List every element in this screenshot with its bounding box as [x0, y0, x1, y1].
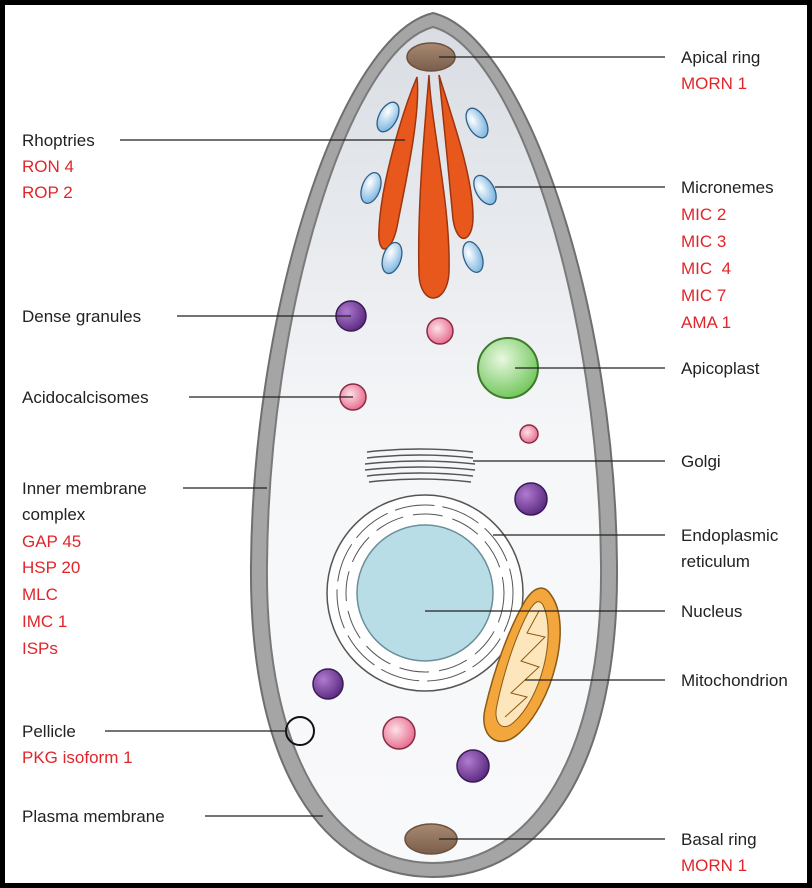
acidocalcisomes-label: Acidocalcisomes — [22, 388, 149, 407]
inner-membrane-complex-marker: ISPs — [22, 639, 58, 658]
nucleus-shape — [357, 525, 493, 661]
inner-membrane-complex-label: Inner membrane — [22, 479, 147, 498]
basal-ring-label: Basal ring — [681, 830, 757, 849]
micronemes-marker: AMA 1 — [681, 313, 731, 332]
pellicle-marker: PKG isoform 1 — [22, 748, 133, 767]
rhoptries-marker: ROP 2 — [22, 183, 73, 202]
micronemes-marker: MIC 2 — [681, 205, 726, 224]
golgi-label: Golgi — [681, 452, 721, 471]
nucleus-label: Nucleus — [681, 602, 742, 621]
pellicle-label: Pellicle — [22, 722, 76, 741]
micronemes-marker: MIC 4 — [681, 259, 731, 278]
inner-membrane-complex-marker: MLC — [22, 585, 58, 604]
plasma-membrane-label: Plasma membrane — [22, 807, 165, 826]
dense-granules-label: Dense granules — [22, 307, 141, 326]
micronemes-marker: MIC 7 — [681, 286, 726, 305]
cell-diagram: Rhoptries RON 4 ROP 2 Dense granules Aci… — [5, 5, 807, 883]
mitochondrion-label: Mitochondrion — [681, 671, 788, 690]
inner-membrane-complex-label: complex — [22, 505, 86, 524]
micronemes-label: Micronemes — [681, 178, 774, 197]
diagram-frame: Rhoptries RON 4 ROP 2 Dense granules Aci… — [5, 5, 807, 883]
inner-membrane-complex-marker: GAP 45 — [22, 532, 81, 551]
inner-membrane-complex-marker: IMC 1 — [22, 612, 67, 631]
rhoptries-label: Rhoptries — [22, 131, 95, 150]
inner-membrane-complex-marker: HSP 20 — [22, 558, 80, 577]
endoplasmic-reticulum-label: reticulum — [681, 552, 750, 571]
apical-ring-marker: MORN 1 — [681, 74, 747, 93]
micronemes-marker: MIC 3 — [681, 232, 726, 251]
endoplasmic-reticulum-label: Endoplasmic — [681, 526, 779, 545]
basal-ring-marker: MORN 1 — [681, 856, 747, 875]
apicoplast-label: Apicoplast — [681, 359, 760, 378]
rhoptries-marker: RON 4 — [22, 157, 74, 176]
apical-ring-label: Apical ring — [681, 48, 760, 67]
